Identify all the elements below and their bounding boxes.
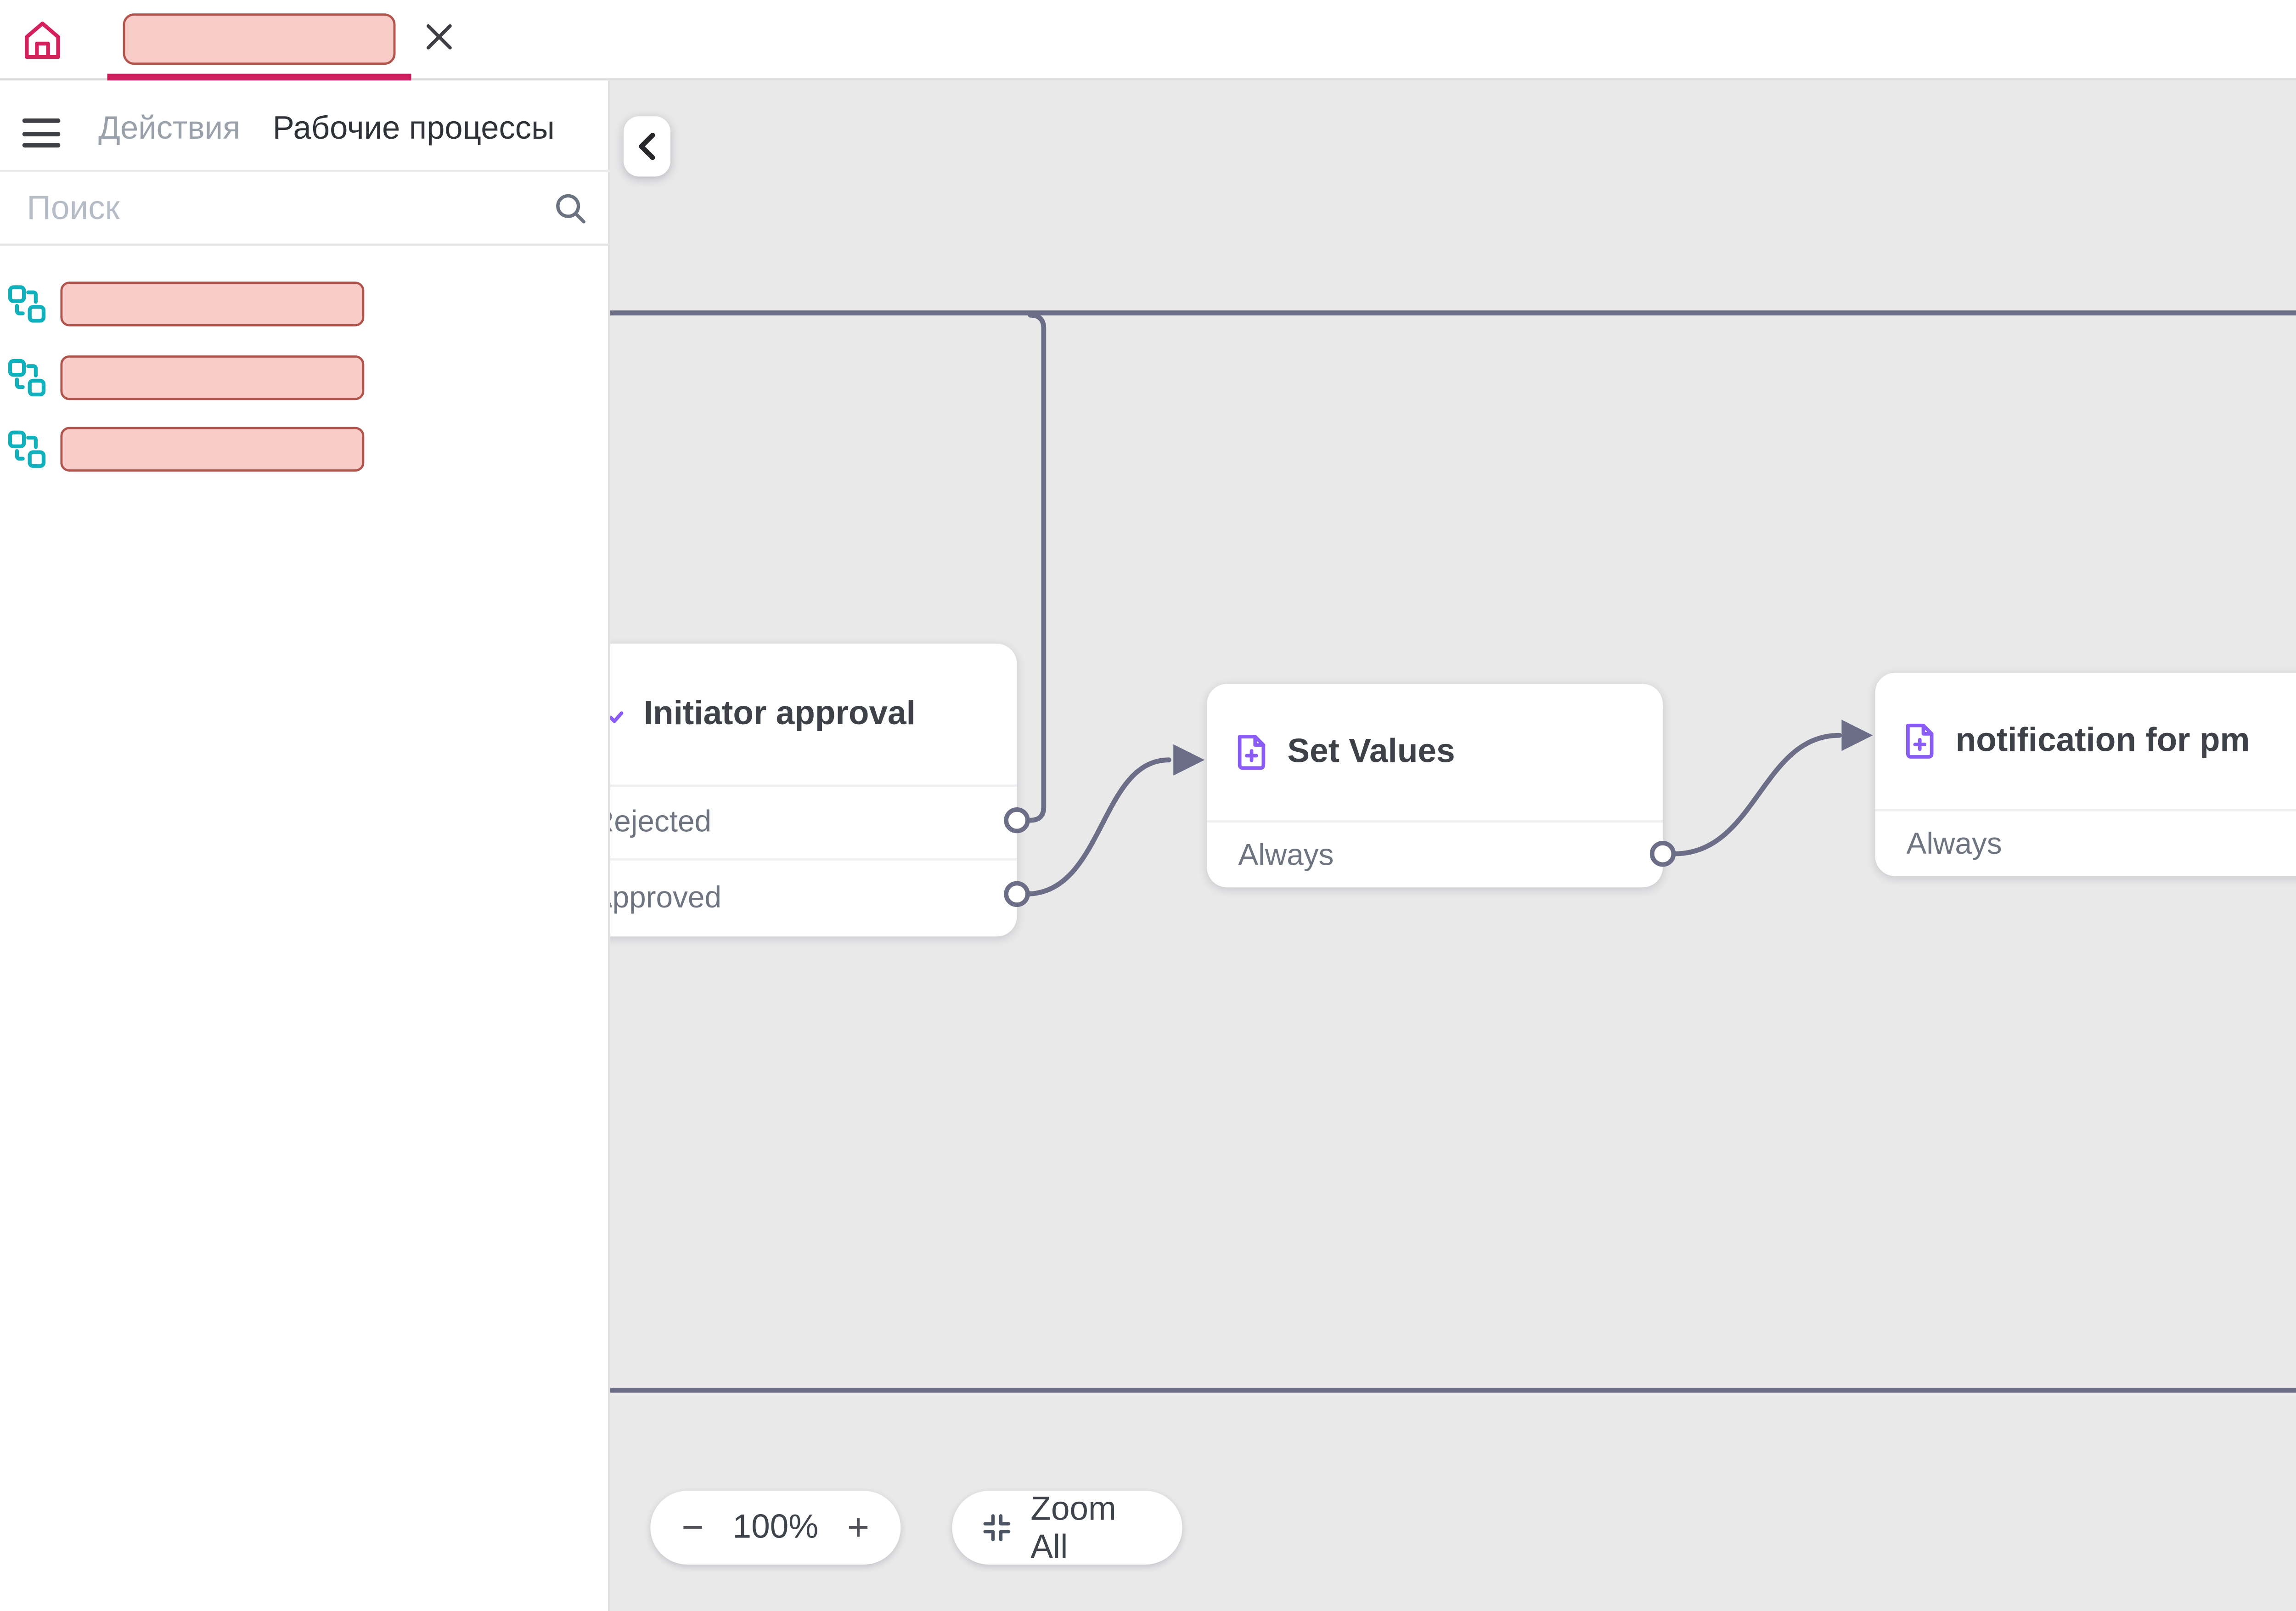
node-output-rejected[interactable]: Rejected — [610, 783, 1017, 858]
tab-close-button[interactable] — [425, 23, 461, 58]
workflow-list-item[interactable] — [0, 270, 610, 338]
workflow-list-item[interactable] — [0, 415, 610, 482]
workflow-list-item[interactable] — [0, 343, 610, 410]
node-output-always[interactable]: Always — [1207, 820, 1663, 887]
node-title-row: Set Values — [1207, 684, 1663, 820]
node-title: Set Values — [1287, 733, 1455, 772]
node-notification-for-pm[interactable]: notification for pm Always — [1875, 672, 2296, 876]
workflow-name-redacted — [60, 282, 365, 327]
zoom-all-button[interactable]: Zoom All — [952, 1490, 1182, 1566]
divider — [0, 169, 610, 172]
file-plus-icon — [1906, 723, 1934, 759]
top-bar — [0, 0, 2296, 81]
workflow-icon — [8, 429, 46, 467]
active-tab-indicator — [107, 73, 411, 79]
collapse-panel-button[interactable] — [623, 116, 671, 177]
zoom-out-button[interactable]: − — [681, 1506, 704, 1549]
node-title-row: Initiator approval — [610, 642, 1017, 783]
search-icon[interactable] — [552, 190, 590, 228]
zoom-all-icon — [983, 1514, 1011, 1541]
home-button[interactable] — [20, 18, 65, 62]
tab-workflows[interactable]: Рабочие процессы — [272, 112, 555, 148]
zoom-controls: − 100% + — [650, 1491, 901, 1565]
menu-icon[interactable] — [22, 118, 61, 150]
left-panel: Действия Рабочие процессы — [0, 80, 610, 1611]
search-bar — [0, 172, 610, 246]
search-input[interactable] — [22, 181, 525, 235]
node-set-values[interactable]: Set Values Always — [1207, 684, 1663, 888]
node-title-row: notification for pm — [1875, 673, 2296, 809]
node-output-approved[interactable]: Approved — [610, 858, 1017, 933]
chevron-left-icon — [639, 133, 655, 160]
workflow-icon — [8, 358, 46, 395]
workflow-icon — [8, 285, 46, 323]
close-icon — [426, 24, 452, 50]
zoom-level: 100% — [732, 1509, 819, 1547]
node-title: Initiator approval — [643, 694, 916, 732]
user-check-icon — [610, 710, 624, 722]
connector-wires — [610, 310, 2296, 1393]
zoom-in-button[interactable]: + — [847, 1506, 870, 1549]
workflow-canvas[interactable]: Initiator approval Rejected Approved Set… — [610, 80, 2296, 1611]
workflow-name-redacted — [60, 354, 365, 399]
node-title: notification for pm — [1955, 722, 2250, 760]
active-tab-redacted-label[interactable] — [123, 13, 396, 65]
node-output-always[interactable]: Always — [1875, 809, 2296, 876]
tab-actions[interactable]: Действия — [98, 112, 241, 148]
home-icon — [25, 21, 60, 59]
workflow-name-redacted — [60, 426, 365, 471]
connector-ports — [1004, 720, 1873, 907]
node-initiator-approval[interactable]: Initiator approval Rejected Approved — [610, 642, 1017, 937]
file-plus-icon — [1238, 735, 1266, 770]
